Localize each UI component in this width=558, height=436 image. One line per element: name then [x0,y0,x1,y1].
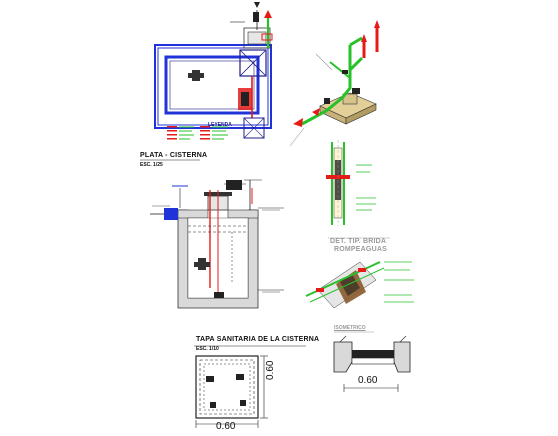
lid-plan-view [194,345,306,428]
flange-isometric [305,261,414,333]
plan-legend [167,126,228,140]
cistern-section-view [150,179,284,309]
section-dimension: 0.60 [358,375,378,386]
isometric-title: ISOMETRICO [334,325,366,331]
flange-detail-title-1: DET. TIP. BRIDA [330,238,387,245]
lid-width-dimension: 0.60 [216,421,236,432]
flange-detail [326,140,390,239]
legend-title: LEYENDA [208,122,232,128]
lid-title: TAPA SANITARIA DE LA CISTERNA [196,336,320,343]
flange-detail-title-2: ROMPEAGUAS [334,246,387,253]
lid-section-view [333,335,411,392]
lid-scale: ESC. 1/10 [196,346,219,352]
plan-title: PLATA - CISTERNA [140,152,208,159]
isometric-piping [289,20,380,147]
plan-scale: ESC. 1/25 [140,162,163,168]
cistern-plan-view [140,2,273,161]
lid-height-dimension: 0.60 [265,360,276,380]
